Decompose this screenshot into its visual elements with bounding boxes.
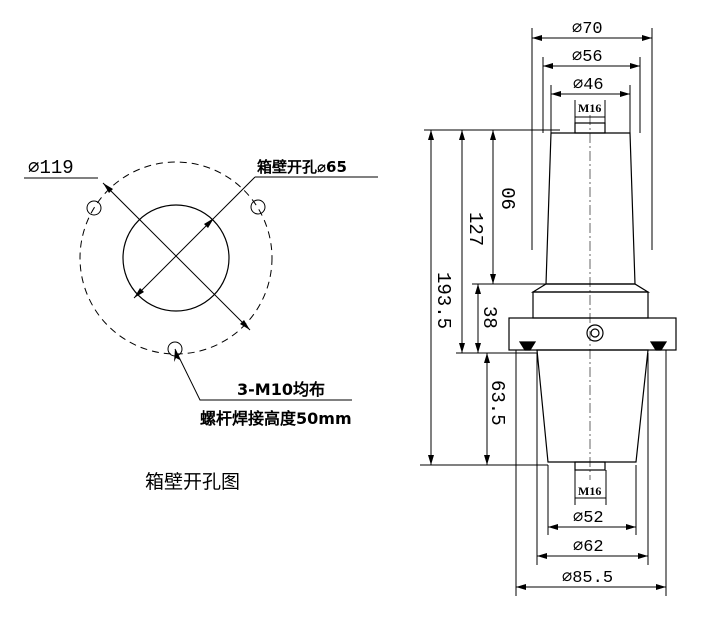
vertical-dimensions xyxy=(420,129,560,466)
m16-bottom-label: M16 xyxy=(578,484,601,498)
h63-label: 63.5 xyxy=(486,380,508,426)
d85-arrow-r xyxy=(656,584,666,590)
d52-arrow-l xyxy=(548,524,558,530)
bolt-note-line1: 3-M10均布 xyxy=(237,380,325,399)
d65-arrow-b xyxy=(204,218,214,228)
vertical-dim-arrows xyxy=(428,130,496,465)
hole-callout-label: 箱壁开孔⌀65 xyxy=(257,158,347,176)
d85-label: ⌀85.5 xyxy=(562,569,613,588)
flange-bolt-left xyxy=(518,341,537,351)
bolt-hole-2 xyxy=(250,199,266,215)
d70-arrow-l xyxy=(532,35,542,41)
m16-top-label: M16 xyxy=(578,101,601,115)
h193-arrow-b xyxy=(428,455,434,465)
bolt-note-leader xyxy=(174,348,352,401)
flange-cutout-view xyxy=(24,161,378,401)
upper-insulator-body xyxy=(545,132,636,285)
h127-arrow-t xyxy=(459,130,465,140)
flange-bolt-right xyxy=(649,341,668,351)
bolt-note-arrow xyxy=(174,349,180,362)
d56-label: ⌀56 xyxy=(572,48,603,67)
h193-label: 193.5 xyxy=(432,272,454,329)
h63-arrow-t xyxy=(484,353,490,363)
d62-arrow-r xyxy=(638,553,648,559)
top-dim-arrows xyxy=(532,35,652,97)
h38-arrow-b xyxy=(475,343,481,353)
upper-shoulder xyxy=(530,283,651,293)
h193-arrow-t xyxy=(428,130,434,140)
h63-arrow-b xyxy=(484,455,490,465)
grounding-terminal-inner xyxy=(590,328,600,338)
h90-arrow-t xyxy=(490,130,496,140)
h38-arrow-t xyxy=(475,284,481,294)
d56-arrow-l xyxy=(543,63,553,69)
h38-label: 38 xyxy=(478,306,500,329)
d65-dim-line xyxy=(133,176,256,299)
bolt-note-line2: 螺杆焊接高度50mm xyxy=(200,409,352,428)
d65-arrow-a xyxy=(134,288,144,298)
mounting-flange xyxy=(508,317,677,351)
d62-label: ⌀62 xyxy=(573,538,604,557)
top-dimensions xyxy=(531,28,653,250)
d46-label: ⌀46 xyxy=(573,76,604,95)
d52-label: ⌀52 xyxy=(573,509,604,528)
d46-arrow-l xyxy=(551,91,561,97)
wall-hole-circle xyxy=(122,204,230,312)
bottom-dimensions xyxy=(515,350,667,596)
h90-arrow-b xyxy=(490,274,496,284)
h127-label: 127 xyxy=(464,212,486,246)
bottom-dim-arrows xyxy=(516,524,666,590)
d119-arrow-b xyxy=(240,320,250,330)
d119-label: ⌀119 xyxy=(28,157,74,179)
d85-arrow-l xyxy=(516,584,526,590)
d70-label: ⌀70 xyxy=(572,20,603,39)
d119-arrow-a xyxy=(103,183,113,193)
d119-dim-line xyxy=(102,182,251,331)
d52-arrow-r xyxy=(626,524,636,530)
d70-arrow-r xyxy=(642,35,652,41)
d56-arrow-r xyxy=(630,63,640,69)
lower-insulator-body xyxy=(536,349,649,463)
bushing-side-view xyxy=(508,122,677,471)
upper-collar xyxy=(532,291,649,319)
caption: 箱壁开孔图 xyxy=(145,471,240,493)
d62-arrow-l xyxy=(537,553,547,559)
h90-label: 90 xyxy=(499,187,521,210)
bolt-hole-1 xyxy=(86,200,102,216)
grounding-terminal-outer xyxy=(586,324,604,342)
d46-arrow-r xyxy=(620,91,630,97)
h127-arrow-b xyxy=(459,343,465,353)
